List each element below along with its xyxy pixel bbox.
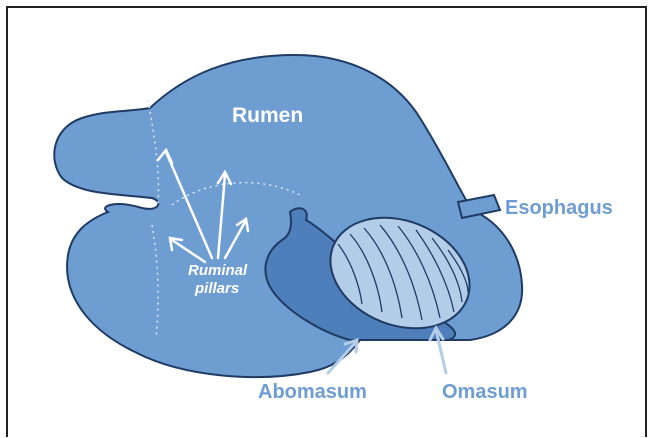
esophagus-label: Esophagus — [505, 197, 613, 219]
omasum-label: Omasum — [442, 381, 528, 403]
ruminal-label-line1: Ruminal — [188, 262, 248, 279]
ruminal-label-line2: pillars — [194, 280, 239, 297]
abomasum-label: Abomasum — [258, 381, 367, 403]
rumen-label: Rumen — [232, 104, 303, 127]
